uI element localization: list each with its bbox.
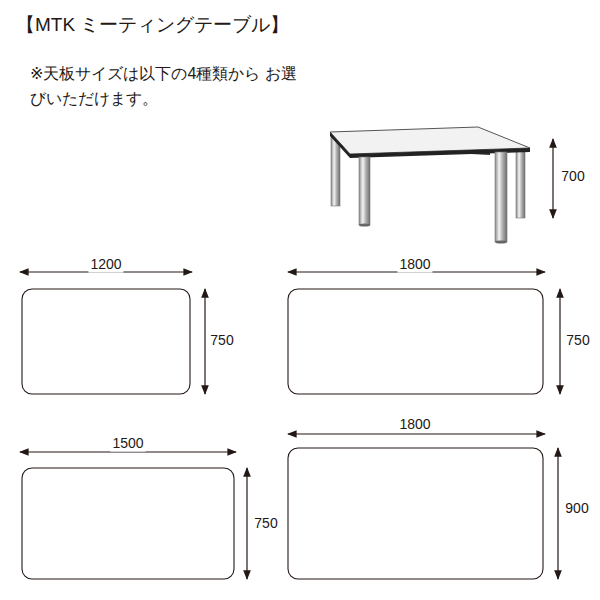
- dimension-label: 750: [564, 332, 591, 349]
- dimension-label: 1800: [397, 416, 432, 433]
- note: ※天板サイズは以下の4種類から お選びいただけます。: [30, 62, 298, 112]
- dimension-arrows: [20, 272, 560, 579]
- dimension-label: 900: [563, 500, 590, 517]
- title: 【MTK ミーティングテーブル】: [16, 14, 289, 37]
- dimension-label: 750: [252, 515, 279, 532]
- dimension-label: 1500: [110, 435, 145, 452]
- table-illustration: [330, 127, 530, 244]
- dimension-label: 700: [559, 168, 586, 185]
- dimension-label: 1800: [397, 256, 432, 273]
- dimension-label: 1200: [88, 256, 123, 273]
- dimension-label: 750: [208, 332, 235, 349]
- dimension-arrow: [552, 139, 553, 218]
